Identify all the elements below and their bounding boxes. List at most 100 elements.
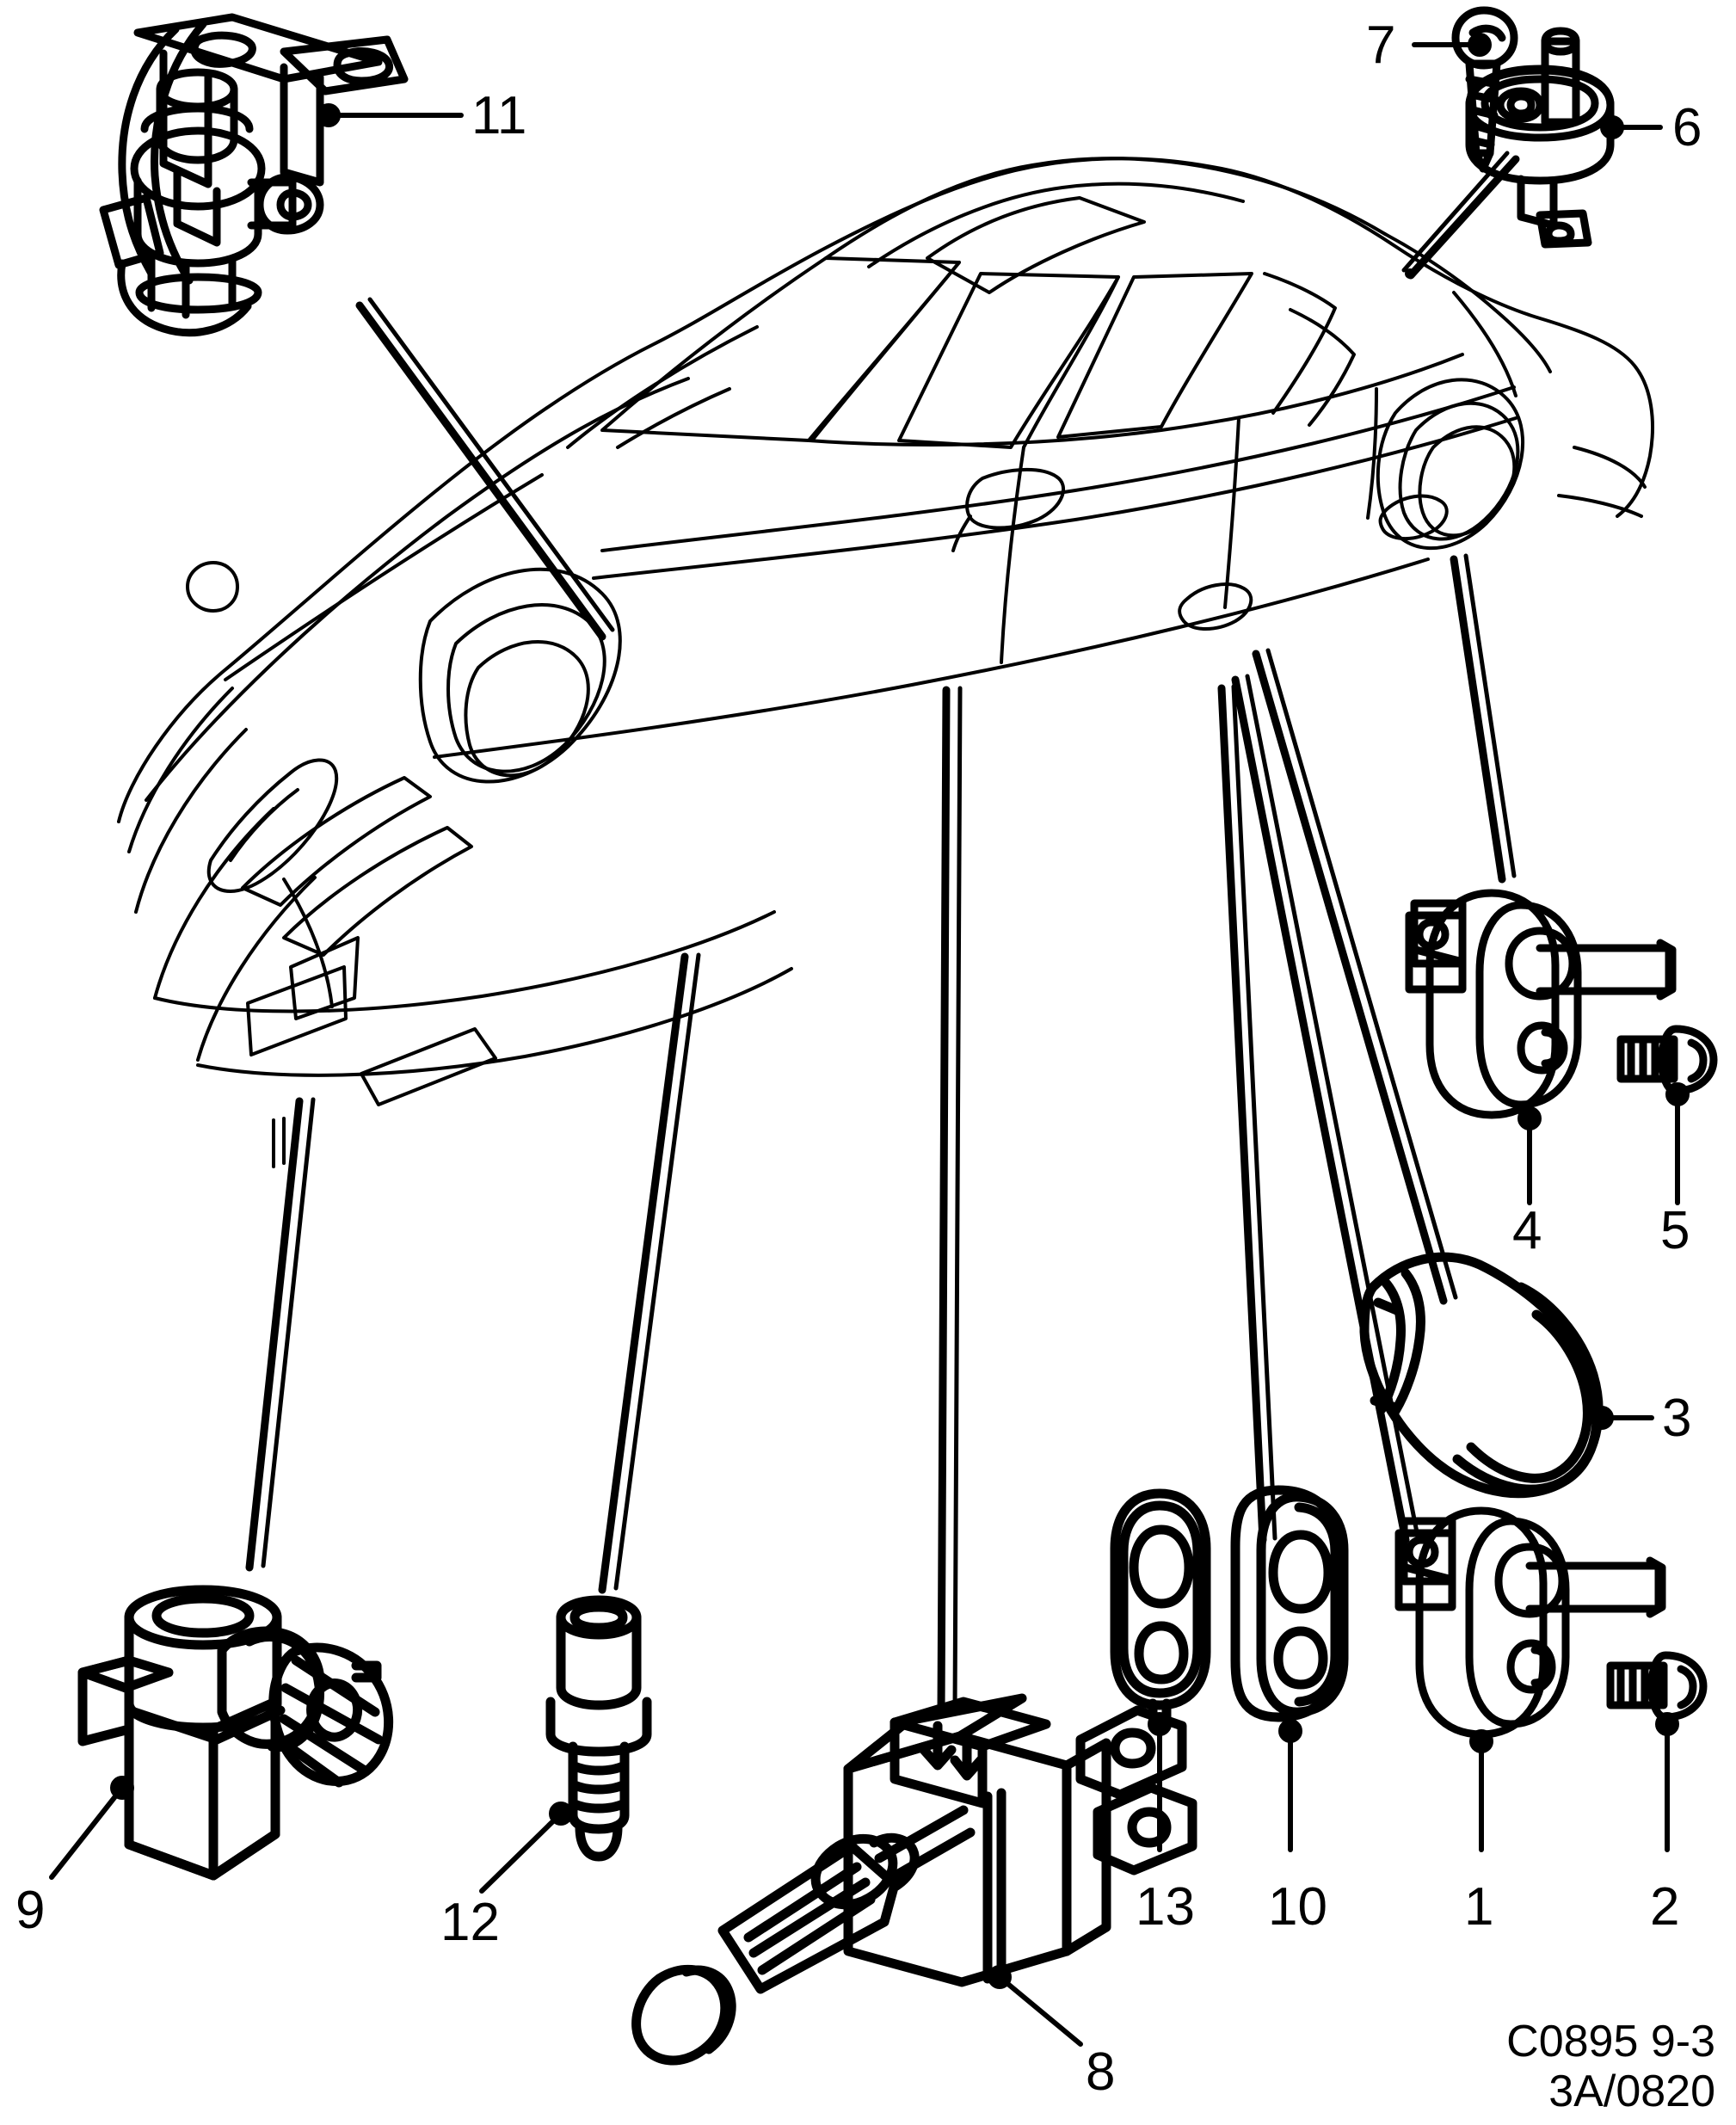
switch6-terminal-hole bbox=[1544, 221, 1575, 245]
cap3-rim-inner bbox=[1466, 1309, 1592, 1483]
spacer10-hole-bottom bbox=[1273, 1626, 1328, 1690]
screw2-head-slot bbox=[1677, 1665, 1697, 1709]
callout-number-7: 7 bbox=[1366, 15, 1396, 75]
wiring-loop-2 bbox=[151, 20, 207, 285]
callout-dot-10 bbox=[1278, 1719, 1302, 1743]
cap3-notch-2 bbox=[1370, 1395, 1400, 1413]
rear-quarter-crease bbox=[1452, 291, 1517, 397]
valve9-wing-left-face bbox=[77, 1655, 174, 1693]
callout-number-8: 8 bbox=[1086, 2042, 1116, 2102]
callout-number-2: 2 bbox=[1650, 1877, 1680, 1937]
rear-door-shutline bbox=[1223, 416, 1240, 609]
grille-badge bbox=[289, 936, 360, 1020]
leader-12 bbox=[598, 952, 689, 1594]
rear-quarter-shutline bbox=[1366, 387, 1378, 520]
headlamp-inner bbox=[229, 788, 299, 862]
callout-number-10: 10 bbox=[1268, 1877, 1327, 1937]
switch4-screw-hole-inner bbox=[1541, 1028, 1563, 1068]
rear-quarter-light bbox=[1289, 308, 1356, 427]
callout-dot-6 bbox=[1600, 115, 1624, 139]
switch8-plunger-body bbox=[717, 1841, 900, 1994]
roof-inner-edge bbox=[867, 182, 1245, 268]
pump-cap bbox=[156, 68, 238, 111]
part-13-gasket bbox=[1110, 1488, 1211, 1722]
cap3-ridge-2 bbox=[1390, 1268, 1425, 1416]
callout-leader-8 bbox=[997, 1974, 1083, 2047]
front-door-shutline bbox=[1000, 446, 1025, 664]
callout-dot-7 bbox=[1468, 33, 1492, 57]
screw7-slot bbox=[1468, 24, 1506, 42]
lower-intake-2 bbox=[246, 965, 348, 1056]
headlamp bbox=[206, 758, 339, 893]
leader-9 bbox=[245, 1097, 304, 1572]
switch4-barrel bbox=[1405, 911, 1467, 994]
switch8-knob-face bbox=[681, 1965, 736, 2054]
side-crease-upper bbox=[600, 385, 1516, 552]
switch8-arrow-2 bbox=[950, 1733, 986, 1781]
pump-arm-2 bbox=[173, 168, 221, 247]
mirror-stalk bbox=[951, 514, 972, 552]
callout-dot-12 bbox=[549, 1802, 573, 1826]
callout-number-13: 13 bbox=[1136, 1877, 1195, 1937]
diagram-footer-codes: C0895 9-3 3A/0820 bbox=[1506, 2017, 1715, 2116]
beltline bbox=[807, 353, 1464, 447]
part-5-screw bbox=[1616, 1025, 1718, 1095]
valve9-neck-top bbox=[124, 1585, 282, 1650]
cap3-ridge-1 bbox=[1376, 1277, 1406, 1414]
screw2-thread bbox=[1616, 1661, 1661, 1709]
part-3-rubber-cap bbox=[1359, 1252, 1604, 1499]
valve9-knurl-4 bbox=[284, 1741, 344, 1788]
leader-12b bbox=[613, 952, 701, 1591]
switch6-terminal-tab bbox=[1536, 209, 1592, 249]
roof-outline bbox=[824, 157, 1387, 260]
callout-dot-5 bbox=[1665, 1082, 1690, 1106]
switch8-body-right bbox=[1062, 1738, 1111, 1956]
pin12-shaft bbox=[568, 1741, 630, 1834]
callout-number-1: 1 bbox=[1464, 1877, 1494, 1937]
leader-3b bbox=[1265, 648, 1458, 1300]
leader-11 bbox=[355, 301, 606, 641]
car-illustration bbox=[117, 157, 1654, 1168]
front-bumper-upper bbox=[127, 687, 234, 853]
screw5-thread bbox=[1627, 1035, 1671, 1083]
leader-4 bbox=[1450, 555, 1506, 884]
pin12-rib-1 bbox=[568, 1760, 630, 1776]
switch6-top-face bbox=[1465, 66, 1615, 142]
valve9-tip bbox=[351, 1660, 382, 1683]
leader-10 bbox=[1217, 684, 1267, 1544]
side-crease-lower bbox=[592, 416, 1517, 580]
callout-number-5: 5 bbox=[1660, 1201, 1690, 1260]
valve9-body-diag bbox=[124, 1705, 286, 1745]
lower-valance-2 bbox=[196, 967, 793, 1077]
leader-3 bbox=[1252, 650, 1448, 1305]
switch6-plunger bbox=[1541, 37, 1580, 126]
car-body-outline bbox=[117, 157, 1654, 823]
switch8-connector-tab-upper bbox=[1075, 1705, 1187, 1800]
footer-code-line-1: C0895 9-3 bbox=[1506, 2016, 1715, 2066]
callout-dot-2 bbox=[1655, 1712, 1679, 1736]
switch8-tab-hole-lower bbox=[1127, 1807, 1172, 1848]
part-1-door-switch bbox=[1394, 1506, 1666, 1739]
gasket13-hole-top bbox=[1129, 1524, 1194, 1609]
part-12-locating-pin bbox=[545, 1595, 652, 1862]
callout-dot-1 bbox=[1469, 1729, 1493, 1753]
switch1-bracket-hole bbox=[1405, 1536, 1439, 1568]
windscreen bbox=[600, 256, 961, 442]
front-door-handle bbox=[1178, 582, 1253, 631]
lower-valance bbox=[153, 910, 776, 1013]
leader-11b bbox=[367, 297, 615, 632]
rear-lamp bbox=[1557, 494, 1643, 518]
switch8-plunger-shoulder bbox=[869, 1832, 920, 1891]
switch4-screw-hole bbox=[1517, 1021, 1568, 1075]
switch4-bracket-hole bbox=[1415, 918, 1450, 951]
front-tyre-ellipse bbox=[464, 639, 590, 778]
footer-code-line-2: 3A/0820 bbox=[1548, 2066, 1715, 2116]
switch1-plunger-cap bbox=[1646, 1556, 1666, 1618]
switch8-tab-hole-upper bbox=[1110, 1728, 1156, 1769]
cap3-notch-1 bbox=[1373, 1297, 1404, 1316]
switch1-barrel bbox=[1394, 1529, 1456, 1611]
switch8-rod bbox=[874, 1805, 976, 1884]
grille-slat-2 bbox=[282, 826, 473, 957]
part-10-spacer bbox=[1230, 1485, 1349, 1722]
